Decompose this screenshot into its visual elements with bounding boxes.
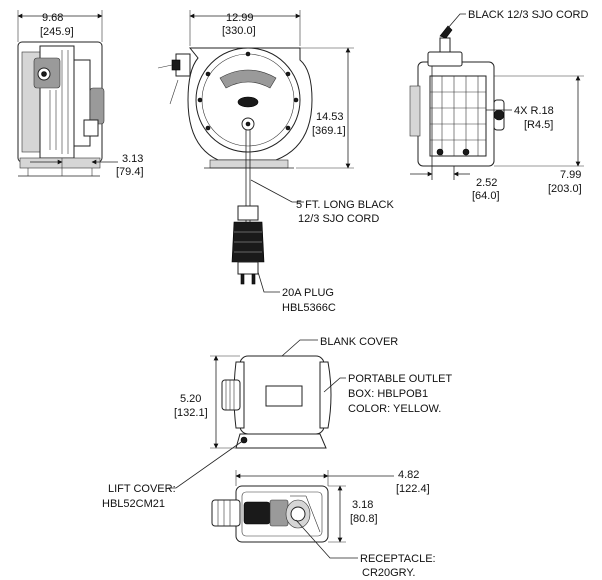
plug-label-line1: 20A PLUG — [282, 287, 334, 299]
receptacle-line1: RECEPTACLE: — [360, 553, 436, 565]
back-offset-in: 2.52 — [476, 177, 497, 189]
outlet-box-side-view: BLANK COVER PORTABLE OUTLET BOX: HBLPOB1… — [102, 336, 452, 510]
receptacle-line2: CR20GRY. — [362, 567, 415, 579]
lift-cover-line1: LIFT COVER: — [108, 483, 176, 495]
outlet-box-top-body — [211, 485, 329, 543]
outlet-box-body — [221, 355, 332, 449]
front-width-in: 12.99 — [226, 12, 254, 24]
cord-label-line1: 5 FT. LONG BLACK — [296, 199, 394, 211]
front-height-in: 14.53 — [316, 111, 344, 123]
front-height-mm: [369.1] — [312, 125, 346, 137]
back-cord-label: BLACK 12/3 SJO CORD — [468, 9, 588, 21]
front-view-reel — [157, 47, 313, 222]
side-mount-in: 3.13 — [122, 153, 143, 165]
top-length-in: 4.82 — [398, 469, 419, 481]
cord-label-line2: 12/3 SJO CORD — [298, 213, 379, 225]
back-height-in: 7.99 — [560, 169, 581, 181]
outlet-label-line2: BOX: HBLPOB1 — [348, 388, 428, 400]
side-width-in: 9.68 — [42, 12, 63, 24]
side-view: 9.68 [245.9] 3.13 [79.4] — [17, 10, 144, 178]
top-width-in: 3.18 — [352, 499, 373, 511]
top-width-mm: [80.8] — [350, 513, 378, 525]
radius-in: 4X R.18 — [514, 105, 554, 117]
outlet-label-line1: PORTABLE OUTLET — [348, 373, 452, 385]
back-view-bracket — [409, 25, 505, 180]
outlet-box-top-view: 4.82 [122.4] 3.18 [80.8] RECEPTACLE: CR2… — [211, 469, 436, 579]
outlet-label-line3: COLOR: YELLOW. — [348, 403, 441, 415]
plug — [231, 205, 265, 285]
outlet-height-in: 5.20 — [180, 393, 201, 405]
blank-cover-label: BLANK COVER — [320, 336, 398, 348]
top-length-mm: [122.4] — [396, 483, 430, 495]
lift-cover-line2: HBL52CM21 — [102, 498, 165, 510]
side-view-reel-body — [17, 41, 105, 177]
plug-label-line2: HBL5366C — [282, 302, 336, 314]
back-offset-mm: [64.0] — [472, 190, 500, 202]
side-width-mm: [245.9] — [40, 26, 74, 38]
outlet-height-mm: [132.1] — [174, 407, 208, 419]
side-mount-mm: [79.4] — [116, 166, 144, 178]
back-view: BLACK 12/3 SJO CORD 4X R.18 [R4.5] 7.99 … — [409, 9, 588, 202]
back-height-mm: [203.0] — [548, 183, 582, 195]
front-view: 12.99 [330.0] 14.53 [369.1] 5 FT. LONG B… — [157, 10, 394, 314]
radius-mm: [R4.5] — [524, 119, 553, 131]
front-width-mm: [330.0] — [222, 25, 256, 37]
back-view-grid — [429, 75, 487, 157]
